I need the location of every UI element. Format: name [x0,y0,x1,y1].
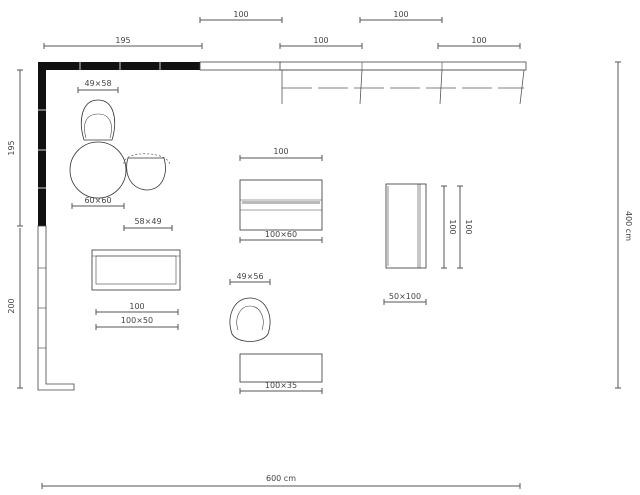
top-dim-label: 100 [313,36,328,45]
top-dimension-row-1: 100 100 [199,10,443,23]
top-dim-label: 195 [115,36,130,45]
chair-b: 49×56 [229,272,271,342]
cabinet: 100 100 50×100 [383,183,473,305]
desk-width-label: 100 [273,147,288,156]
side-table-label: 58×49 [134,217,161,226]
round-table-label: 60×60 [84,196,111,205]
sofa-size-label: 100×50 [121,316,153,325]
bottom-dim-label: 600 cm [266,474,296,483]
side-chair [123,153,171,191]
top-dim-label: 100 [233,10,248,19]
top-dimension-row-2: 195 100 100 [43,36,521,49]
right-dimension: 400 cm [615,61,633,389]
bottom-dimension: 600 cm [41,474,521,489]
desk: 100 100×60 [239,147,323,243]
chair-a: 49×58 [77,79,119,141]
cabinet-size-label: 50×100 [389,292,421,301]
sofa: 58×49 100 100×50 [91,217,181,330]
left-dimensions: 195 200 [7,69,23,389]
chair-b-label: 49×56 [236,272,263,281]
top-dim-label: 100 [393,10,408,19]
left-dim-label-upper: 195 [7,140,16,155]
chair-a-label: 49×58 [84,79,111,88]
top-dim-label: 100 [471,36,486,45]
right-dim-label: 400 cm [624,211,633,241]
round-table: 60×60 [69,141,127,209]
cabinet-height-label-1: 100 [448,219,457,234]
bench: 100×35 [239,353,323,394]
sofa-width-label: 100 [129,302,144,311]
wall-shelves [279,61,527,105]
cabinet-height-label-2: 100 [464,219,473,234]
bench-size-label: 100×35 [265,381,297,390]
desk-size-label: 100×60 [265,230,297,239]
left-dim-label-lower: 200 [7,298,16,313]
